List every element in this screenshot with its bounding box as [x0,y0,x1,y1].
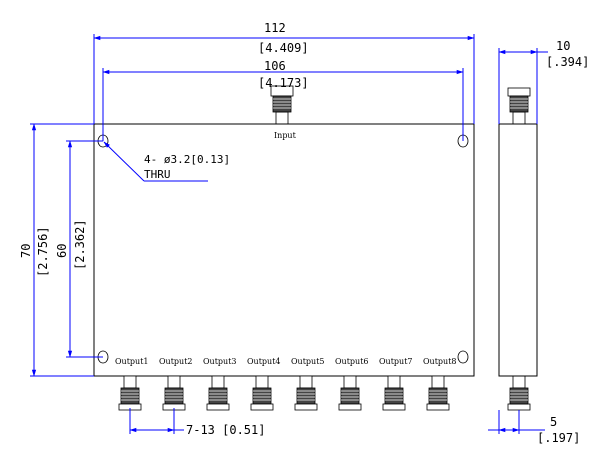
input-connector [270,85,294,125]
dim-side-offset-in: [.197] [537,431,580,445]
dim-overall-width-in: [4.409] [258,41,309,55]
output-connector [294,375,318,411]
output-connector [118,375,142,411]
dim-output-pitch: 7-13 [0.51] [129,408,265,437]
dim-side-thickness-mm: 10 [556,39,570,53]
input-label: Input [274,131,297,140]
dim-overall-width: 112 [4.409] [93,21,475,124]
dim-hole-spacing-x: 106 [4.173] [102,59,464,141]
dim-hole-spacing-y-in: [2.362] [73,219,87,270]
dim-overall-height-mm: 70 [19,244,33,258]
housing-outline [93,123,475,377]
side-input-connector [507,87,531,125]
output-labels: Output1 Output2 Output3 Output4 Output5 Outpu… [115,357,457,366]
output-label: Output4 [247,357,281,366]
side-housing-outline [498,123,538,377]
output-connector [426,375,450,411]
dim-overall-width-mm: 112 [264,21,286,35]
hole-callout-thru: THRU [144,168,171,181]
output-connector [382,375,406,411]
output-connector [250,375,274,411]
output-connector [206,375,230,411]
hole-callout-size: 4- ø3.2[0.13] [144,153,230,166]
hole-callout: 4- ø3.2[0.13] THRU [103,141,230,182]
dim-hole-spacing-y: 60 [2.362] [55,140,103,358]
side-output-connector [507,375,531,411]
output-connector [162,375,186,411]
dim-hole-spacing-x-mm: 106 [264,59,286,73]
output-label: Output2 [159,357,193,366]
output-label: Output3 [203,357,237,366]
output-label: Output6 [335,357,369,366]
dim-side-thickness: 10 [.394] [498,39,589,124]
dim-side-thickness-in: [.394] [546,55,589,69]
output-label: Output7 [379,357,413,366]
output-label: Output5 [291,357,325,366]
dim-output-pitch-text: 7-13 [0.51] [186,423,265,437]
output-label: Output1 [115,357,149,366]
output-connector [338,375,362,411]
dim-overall-height-in: [2.756] [36,226,50,277]
output-connectors [118,375,450,411]
dim-side-offset: 5 [.197] [488,410,580,445]
dim-side-offset-mm: 5 [550,415,557,429]
dim-hole-spacing-y-mm: 60 [55,244,69,258]
output-label: Output8 [423,357,457,366]
dim-hole-spacing-x-in: [4.173] [258,76,309,90]
dim-overall-height: 70 [2.756] [19,123,94,377]
